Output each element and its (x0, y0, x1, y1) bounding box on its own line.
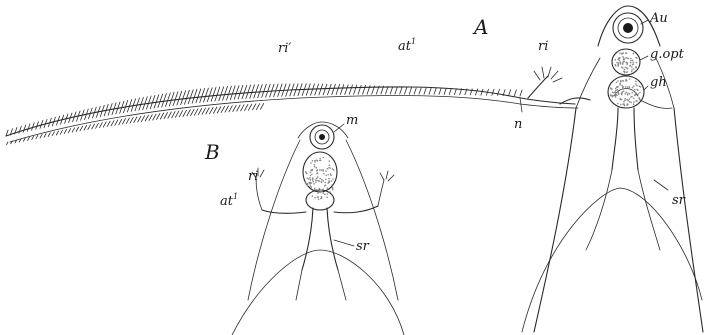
label-ri-a: ri (538, 39, 548, 54)
stalk-a (586, 108, 660, 250)
ganglion-b (303, 152, 337, 210)
panel-b (232, 122, 404, 335)
label-ri-prime: ri′ (278, 41, 291, 56)
panel-a (6, 6, 703, 332)
arm-left-b (252, 168, 306, 213)
arm-right-b (334, 171, 394, 213)
body-outline-b (232, 122, 404, 335)
label-au: Au (649, 11, 668, 26)
label-gh: gh (650, 75, 667, 90)
eye-spot-b (310, 125, 334, 149)
panel-label-b: B (204, 140, 220, 164)
label-at1-b: at1 (220, 192, 238, 209)
panel-label-a: A (472, 15, 488, 39)
label-sr-a: sr (672, 193, 686, 208)
label-sr-b: sr (356, 239, 370, 254)
label-at1-a: at1 (398, 37, 416, 54)
label-n: n (514, 117, 522, 132)
label-m: m (346, 113, 358, 128)
feathered-arm (6, 84, 578, 145)
tentacle-tuft-a (528, 67, 562, 98)
label-ri-b: ri (248, 169, 258, 184)
label-g-opt: g.opt (650, 47, 685, 62)
eye-spot-a (613, 13, 643, 43)
ganglion-upper-a (612, 49, 640, 75)
labels: A B ri′ at1 ri n Au g.opt gh sr m ri at1… (204, 11, 686, 254)
ganglion-lower-a (608, 76, 644, 108)
pointers-b (334, 124, 354, 246)
